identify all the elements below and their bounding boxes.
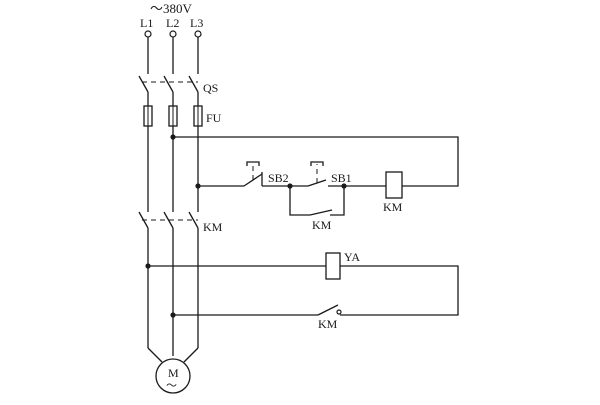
brake-circuit — [145, 252, 459, 318]
terminal-l2 — [169, 30, 177, 38]
motor — [155, 358, 191, 394]
fu-label: FU — [206, 111, 222, 125]
fu-fuses — [143, 105, 203, 127]
km-coil-label: KM — [383, 200, 403, 214]
qs-label: QS — [203, 81, 218, 95]
phase-label-l1: L1 — [140, 16, 153, 30]
ya-label: YA — [344, 250, 360, 264]
phase-wires-middle — [147, 126, 199, 212]
km-main-contacts — [138, 211, 199, 246]
sb1-label: SB1 — [331, 171, 352, 185]
terminal-l1 — [144, 30, 152, 38]
phase-wires-top — [147, 37, 199, 74]
phase-label-l3: L3 — [190, 16, 203, 30]
control-circuit — [170, 134, 459, 216]
phase-label-l2: L2 — [166, 16, 179, 30]
qs-isolating-switch — [138, 75, 199, 106]
km-main-label: KM — [203, 220, 223, 234]
motor-ac-symbol: ～ — [166, 380, 177, 392]
motor-letter: M — [168, 366, 179, 380]
km-nc-contact-label: KM — [318, 317, 338, 331]
phase-wires-bottom — [147, 246, 199, 363]
km-aux-contact-label: KM — [312, 218, 332, 232]
terminal-l3 — [194, 30, 202, 38]
sb2-label: SB2 — [268, 171, 289, 185]
supply-voltage-label: ～380V — [150, 1, 193, 16]
